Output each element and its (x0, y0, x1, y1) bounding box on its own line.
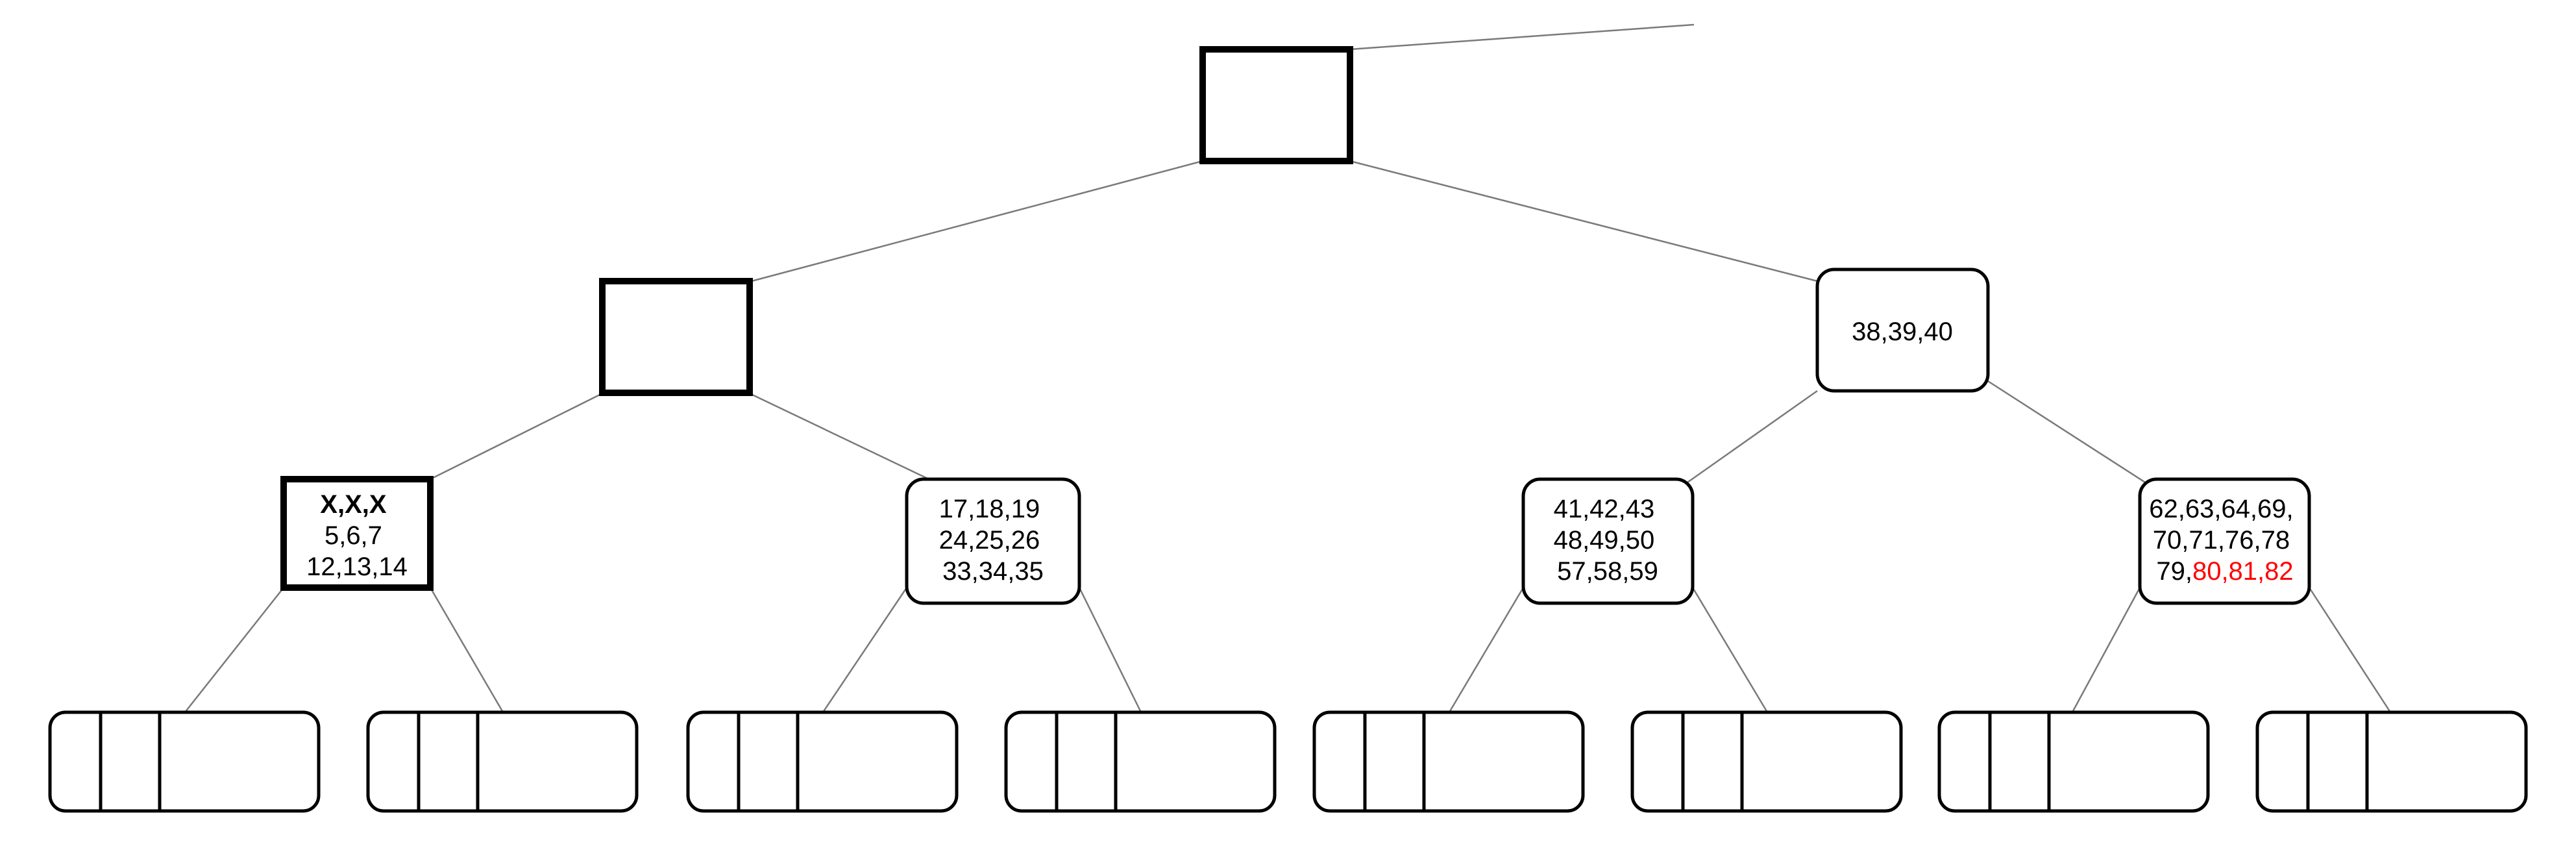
node-lr-line-3: 33,34,35 (942, 557, 1044, 586)
node-lr-line-2: 24,25,26 (939, 526, 1040, 554)
edge-ll-leaf1 (184, 587, 284, 713)
node-rr-line-3-highlight: 80,81,82 (2192, 557, 2294, 586)
left-internal-node (599, 278, 753, 396)
node-ll-keys: X,X,X 5,6,7 12,13,14 (306, 490, 408, 581)
right-internal-node-box (1815, 268, 1990, 393)
edge-right-rl (1674, 390, 1818, 493)
leaf-box (1630, 710, 1903, 813)
node-rr-line-1: 62,63,64,69, (2149, 495, 2293, 523)
root-node (1199, 46, 1353, 164)
edge-root-right (1349, 160, 1818, 282)
edge-rr-leaf7 (2071, 587, 2141, 713)
edge-root-left (751, 160, 1203, 282)
node-rr-line-2: 70,71,76,78 (2153, 526, 2290, 554)
leaf-box (1312, 710, 1585, 813)
node-ll-box (280, 476, 434, 591)
leaf-node-5 (1312, 710, 1585, 813)
leaf-row (48, 710, 2528, 813)
edge-left-lr (749, 392, 940, 486)
right-internal-node: 38,39,40 (1815, 268, 1990, 393)
node-lr-keys: 17,18,19 24,25,26 33,34,35 (939, 495, 1048, 586)
edge-left-ll (430, 392, 603, 480)
node-lr: 17,18,19 24,25,26 33,34,35 (905, 477, 1081, 605)
node-rr-line-3a: 79, (2156, 557, 2192, 586)
edge-right-rr (1987, 380, 2149, 486)
node-rl-line-1: 41,42,43 (1554, 495, 1655, 523)
edge-lr-leaf3 (822, 587, 908, 713)
leaf-box (48, 710, 321, 813)
edge-root-parent (1349, 23, 1695, 51)
node-ll-line-1: X,X,X (320, 490, 387, 519)
tree-edges (184, 23, 2392, 713)
node-rr: 62,63,64,69, 70,71,76,78 79,80,81,82 (2138, 477, 2311, 605)
node-lr-box (905, 477, 1081, 605)
right-internal-keys-line: 38,39,40 (1852, 317, 1953, 346)
right-internal-keys: 38,39,40 (1852, 317, 1953, 346)
leaf-node-1 (48, 710, 321, 813)
leaf-node-7 (1937, 710, 2210, 813)
node-ll: X,X,X 5,6,7 12,13,14 (280, 476, 434, 591)
leaf-box (1937, 710, 2210, 813)
node-rl-box (1521, 477, 1695, 605)
edge-lr-leaf4 (1078, 587, 1142, 713)
edge-rl-leaf6 (1691, 587, 1769, 713)
leaf-box (2255, 710, 2528, 813)
edge-rl-leaf5 (1448, 587, 1525, 713)
node-lr-line-1: 17,18,19 (939, 495, 1040, 523)
leaf-node-8 (2255, 710, 2528, 813)
edge-rr-leaf8 (2308, 587, 2392, 713)
leaf-box (1004, 710, 1277, 813)
node-rl: 41,42,43 48,49,50 57,58,59 (1521, 477, 1695, 605)
leaf-box (686, 710, 959, 813)
leaf-node-3 (686, 710, 959, 813)
edge-ll-leaf2 (429, 587, 504, 713)
node-rl-keys: 41,42,43 48,49,50 57,58,59 (1554, 495, 1662, 586)
node-rr-box (2138, 477, 2311, 605)
leaf-box (366, 710, 639, 813)
node-rr-keys: 62,63,64,69, 70,71,76,78 79,80,81,82 (2149, 495, 2301, 586)
node-ll-line-2: 5,6,7 (325, 521, 382, 550)
leaf-node-2 (366, 710, 639, 813)
node-rl-line-2: 48,49,50 (1554, 526, 1655, 554)
leaf-node-6 (1630, 710, 1903, 813)
node-rl-line-3: 57,58,59 (1557, 557, 1658, 586)
leaf-node-4 (1004, 710, 1277, 813)
node-ll-line-3: 12,13,14 (306, 553, 408, 581)
